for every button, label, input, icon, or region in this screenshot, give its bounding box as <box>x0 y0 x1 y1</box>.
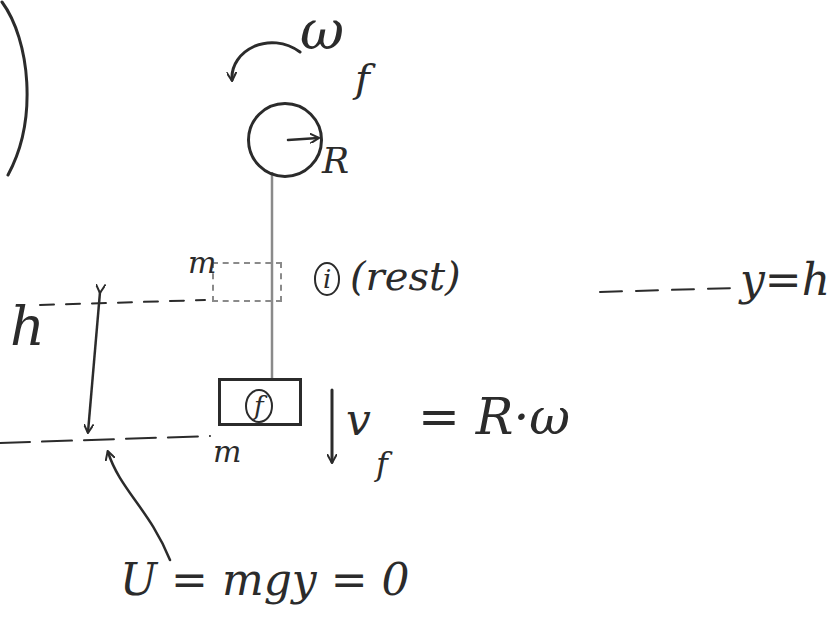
label-text: v <box>346 398 371 442</box>
final-block: fm <box>218 378 302 426</box>
node-text: m <box>188 248 216 278</box>
rotation-arrow <box>232 43 300 80</box>
initial-block: m <box>212 262 282 302</box>
label-text: (rest) <box>350 256 461 296</box>
label-text: h <box>10 300 45 354</box>
string-line <box>271 172 274 378</box>
label-text: i <box>314 262 340 296</box>
height-arrow <box>88 292 100 432</box>
label-text: f <box>376 448 388 480</box>
level-line <box>40 300 205 305</box>
label-text: U = mgy = 0 <box>120 558 410 602</box>
label-text: f <box>355 58 370 98</box>
pulley-circle: R <box>247 102 323 178</box>
label-text: = R·ω <box>418 392 570 442</box>
label-text: y=h <box>740 258 830 302</box>
pointer-arrow <box>108 452 170 560</box>
velocity-arrow <box>331 390 334 462</box>
ground-line <box>0 436 210 443</box>
level-line <box>600 288 735 292</box>
bracket <box>2 2 27 175</box>
node-text: m <box>213 437 241 467</box>
radius-arrow <box>288 138 318 140</box>
node-text: f <box>245 389 273 423</box>
node-text: R <box>322 143 349 179</box>
label-text: ω <box>300 4 344 58</box>
